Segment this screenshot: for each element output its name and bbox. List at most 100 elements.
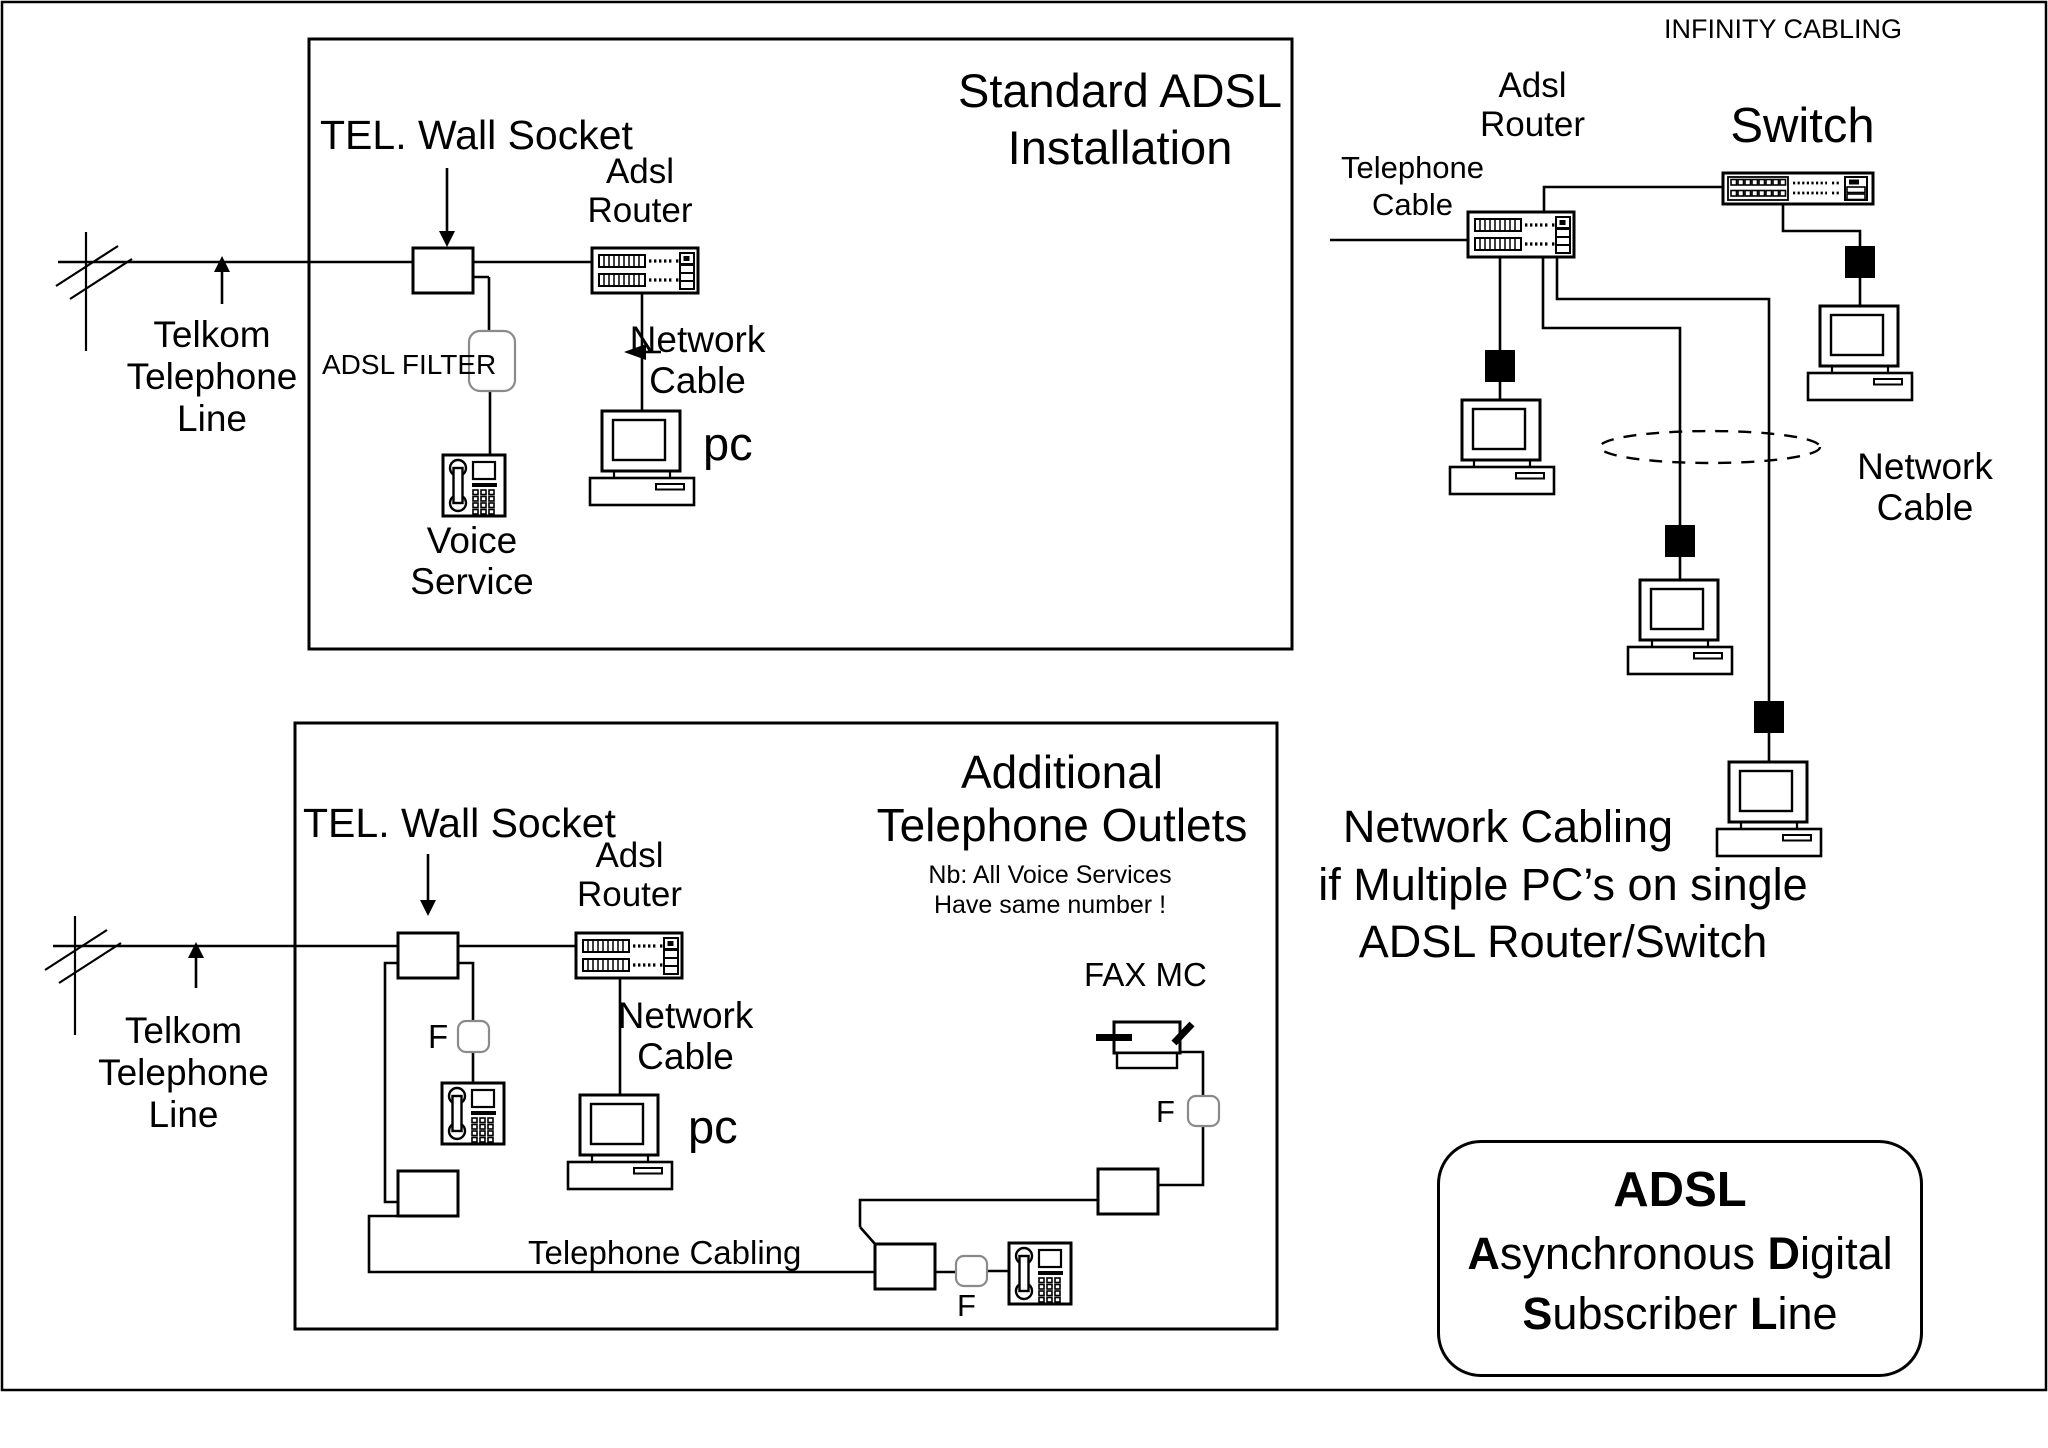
network-cabling-caption: Network Cabling if Multiple PC’s on sing… [1243, 798, 1883, 971]
switch-label: Switch [1705, 98, 1900, 154]
adsl-filter-label: ADSL FILTER [322, 349, 497, 380]
adsl-router-label-line2: Router [587, 191, 693, 231]
adsl-router-icon [590, 246, 700, 295]
additional-title-line2: Telephone Outlets [876, 798, 1248, 851]
standard-title-line2: Installation [1007, 121, 1233, 175]
adsl-router-label-line1: Adsl [605, 152, 675, 191]
telkom-b-line2: Telephone [98, 1051, 269, 1093]
standard-title-line1: Standard ADSL [958, 64, 1282, 117]
tel-wall-socket-label: TEL. Wall Socket [320, 112, 633, 158]
line-break-symbol-b [44, 916, 122, 1035]
voice-services-note: Nb: All Voice Services Have same number … [840, 860, 1260, 920]
pc-icon [588, 409, 696, 507]
adsl-filter-icon [467, 329, 517, 393]
voice-service-label: Voice Service [372, 520, 572, 603]
word-rest: igital [1800, 1228, 1893, 1279]
filter-f-label: F [428, 1018, 449, 1055]
adsl-router-b-line2: Router [576, 875, 683, 915]
network-connector-icon [1754, 701, 1784, 733]
outer-frame [0, 0, 2048, 1392]
network-cable-b-line1: Network [617, 995, 754, 1036]
pc-icon [566, 1093, 674, 1191]
note-line1: Nb: All Voice Services [928, 861, 1172, 889]
wall-socket-icon [873, 1242, 937, 1291]
telephone-cable-line2: Cable [1372, 186, 1453, 222]
fax-filter-f-icon [1186, 1094, 1221, 1128]
fax-filter-f-label: F [1156, 1094, 1175, 1129]
pc-label-b: pc [688, 1100, 738, 1153]
telkom-b-line1: Telkom [124, 1010, 243, 1051]
fax-machine-icon [1096, 1020, 1195, 1070]
pc-label-a: pc [703, 417, 753, 470]
telephone-icon [440, 1081, 506, 1146]
adsl-definition-box [1437, 1140, 1923, 1377]
line-break-symbol-a [55, 232, 133, 351]
adsl-router-b-line1: Adsl [595, 836, 664, 875]
additional-title-line1: Additional [960, 746, 1164, 798]
network-cable-right-line1: Network [1857, 446, 1993, 487]
voice-service-line2: Service [410, 561, 534, 603]
word-rest: ine [1777, 1288, 1838, 1339]
standard-installation-box [307, 37, 1294, 651]
telephone-cable-line1: Telephone [1340, 150, 1485, 185]
note-line2: Have same number ! [933, 891, 1167, 919]
telkom-b-line3: Line [148, 1093, 219, 1135]
bold-initial-l: L [1750, 1288, 1778, 1339]
telkom-a-line3: Line [177, 397, 247, 439]
additional-box-title: Additional Telephone Outlets [812, 746, 1312, 852]
network-cable-a-line1: Network [629, 319, 766, 360]
standard-box-wiring [58, 168, 661, 455]
telkom-line-label-a: Telkom Telephone Line [112, 314, 312, 439]
switch-icon [1721, 171, 1875, 206]
infinity-cabling-label: INFINITY CABLING [1664, 14, 1903, 44]
adsl-router-label-b: Adsl Router [532, 836, 727, 914]
bold-initial-a: A [1467, 1228, 1500, 1279]
adsl-router-right-line1: Adsl [1498, 66, 1567, 105]
network-cable-a-line2: Cable [649, 359, 746, 401]
additional-outlets-box [293, 721, 1279, 1331]
tel-wall-socket-label-b: TEL. Wall Socket [303, 800, 616, 846]
telephone-cabling-label: Telephone Cabling [528, 1234, 802, 1271]
adsl-acronym: ADSL [1437, 1162, 1923, 1218]
word-rest: synchronous [1499, 1228, 1756, 1279]
arrowheads-a [214, 231, 646, 360]
telkom-a-line2: Telephone [126, 355, 298, 397]
pc-icon [1448, 398, 1556, 496]
network-connector-icon [1845, 246, 1875, 278]
network-connector-icon [1665, 525, 1695, 557]
cable-bundle-ellipse [1598, 429, 1822, 465]
adsl-definition-line2: Subscriber Line [1437, 1288, 1923, 1340]
telephone-cable-label: Telephone Cable [1335, 150, 1490, 223]
pc-icon [1626, 578, 1734, 676]
caption-line1: Network Cabling [1342, 801, 1674, 852]
network-cable-label-right: Network Cable [1835, 446, 2015, 529]
adsl-router-label: Adsl Router [540, 152, 740, 230]
wall-socket-icon [1096, 1167, 1160, 1216]
phone-filter-f-label: F [957, 1288, 976, 1323]
network-section-wiring [1330, 185, 1862, 762]
filter-f-icon [456, 1019, 491, 1054]
arrowheads-b [188, 900, 436, 958]
caption-line3: ADSL Router/Switch [1358, 916, 1768, 968]
adsl-acronym-text: ADSL [1613, 1163, 1747, 1217]
adsl-router-label-right: Adsl Router [1435, 66, 1630, 144]
phone-filter-f-icon [954, 1254, 989, 1288]
wall-socket-icon [396, 1169, 460, 1218]
voice-service-line1: Voice [426, 520, 518, 561]
telephone-icon [1007, 1241, 1073, 1306]
adsl-router-icon [574, 931, 684, 980]
network-connector-icon [1485, 350, 1515, 382]
adsl-definition-line1: Asynchronous Digital [1437, 1228, 1923, 1280]
network-cable-label-b: Network Cable [588, 995, 783, 1077]
telkom-line-label-b: Telkom Telephone Line [86, 1010, 281, 1135]
wall-socket-icon [411, 246, 475, 295]
pc-icon [1806, 304, 1914, 402]
network-cable-label-a: Network Cable [600, 319, 795, 401]
telkom-a-line1: Telkom [153, 314, 271, 355]
network-cable-right-line2: Cable [1876, 487, 1974, 529]
adsl-router-right-line2: Router [1479, 105, 1586, 145]
caption-line2: if Multiple PC’s on single [1318, 858, 1808, 910]
bold-initial-s: S [1522, 1288, 1553, 1339]
